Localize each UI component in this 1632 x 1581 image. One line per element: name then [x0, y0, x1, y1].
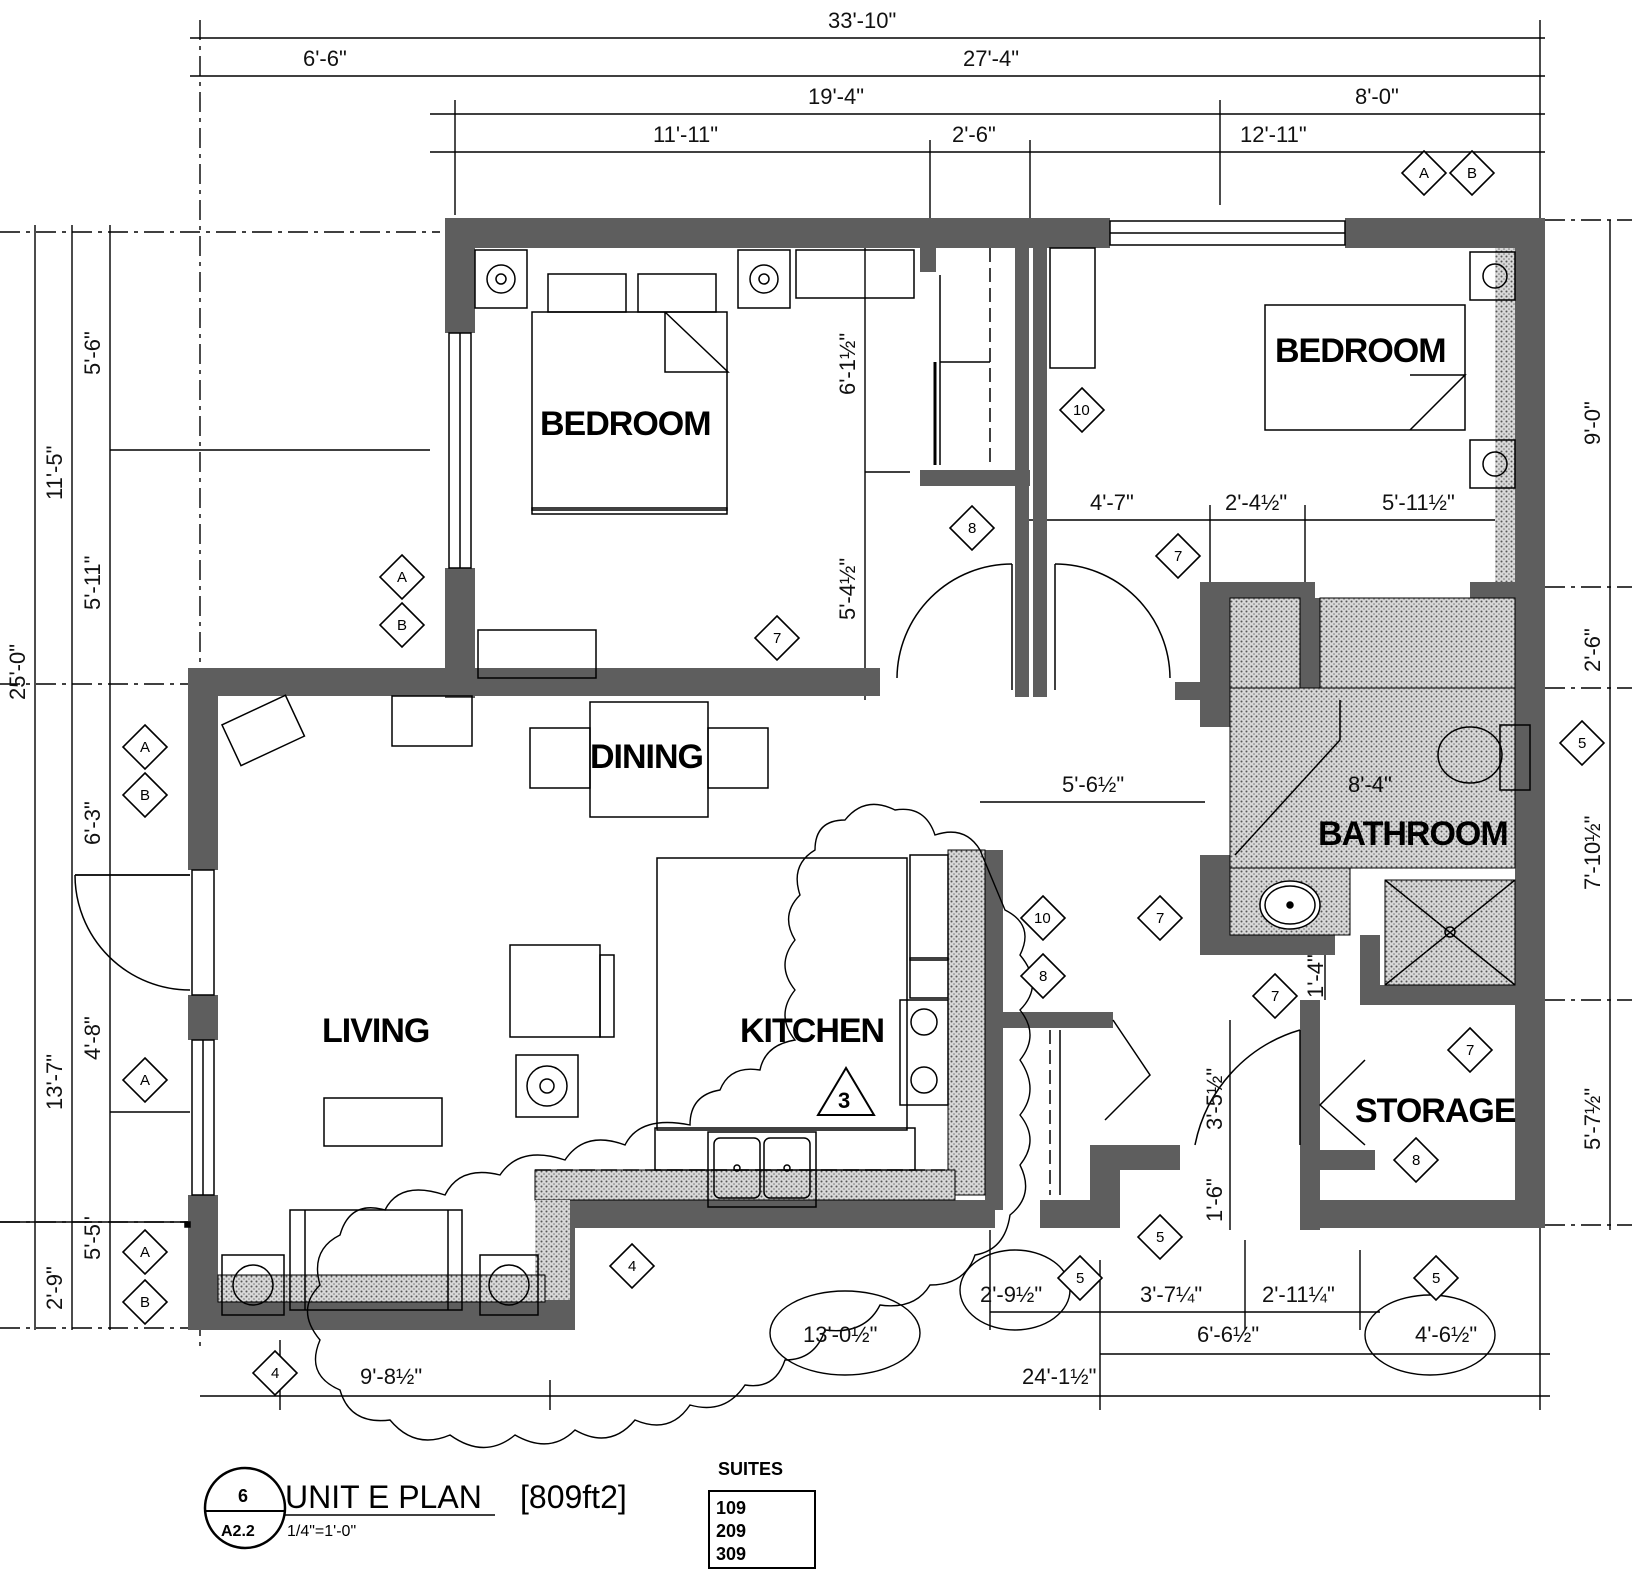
dim-bottom-2-9: 2'-9½" — [980, 1282, 1042, 1307]
dim-overall-width: 33'-10" — [828, 8, 896, 33]
plan-scale: 1/4"=1'-0" — [287, 1523, 356, 1540]
room-label-living: LIVING — [322, 1012, 429, 1050]
tag-b: B — [397, 617, 407, 634]
tag-a: A — [397, 569, 407, 586]
room-label-dining: DINING — [590, 738, 703, 776]
dim-12-11: 12'-11" — [1240, 122, 1307, 147]
tag-a: A — [140, 1072, 150, 1089]
tag-7: 7 — [773, 630, 781, 647]
dim-bottom-24-1: 24'-1½" — [1022, 1364, 1096, 1389]
tag-5: 5 — [1432, 1270, 1440, 1287]
suite-number: 209 — [716, 1521, 746, 1541]
tag-7: 7 — [1271, 988, 1279, 1005]
dim-left-2-9: 2'-9" — [42, 1266, 67, 1310]
dim-left-overall: 25'-0" — [5, 644, 30, 700]
dim-left-lower: 13'-7" — [42, 1054, 67, 1110]
room-label-kitchen: KITCHEN — [740, 1012, 884, 1050]
plan-area: [809ft2] — [520, 1479, 627, 1515]
furniture — [74, 247, 1531, 1316]
dim-right-9-0: 9'-0" — [1580, 401, 1605, 445]
suite-number: 109 — [716, 1498, 746, 1518]
sheet-reference: A2.2 — [221, 1523, 255, 1540]
dim-bottom-2-11: 2'-11¼" — [1262, 1282, 1335, 1307]
dim-left-offset: 6'-6" — [303, 46, 347, 71]
dim-left-4-8: 4'-8" — [80, 1016, 105, 1060]
dim-left-6-3: 6'-3" — [80, 801, 105, 845]
room-label-bedroom-2: BEDROOM — [1275, 332, 1446, 370]
room-label-bedroom-1: BEDROOM — [540, 405, 711, 443]
dim-inner-1-4: 1'-4" — [1303, 954, 1328, 998]
dim-right-7-10: 7'-10½" — [1580, 816, 1605, 890]
room-label-storage: STORAGE — [1355, 1092, 1516, 1130]
tag-7: 7 — [1466, 1042, 1474, 1059]
tag-5: 5 — [1076, 1270, 1084, 1287]
plan-title: UNIT E PLAN — [285, 1479, 482, 1515]
suite-number: 309 — [716, 1544, 746, 1564]
title-block: 6 A2.2 UNIT E PLAN [809ft2] 1/4"=1'-0" S… — [203, 1459, 816, 1569]
dim-inner-6-1: 6'-1½" — [835, 333, 860, 395]
dim-bottom-13-0: 13'-0½" — [803, 1322, 877, 1347]
dim-bottom-4-6: 4'-6½" — [1415, 1322, 1477, 1347]
tag-10: 10 — [1034, 910, 1051, 927]
dim-right-5-7: 5'-7½" — [1580, 1088, 1605, 1150]
tag-8: 8 — [1039, 968, 1047, 985]
dimension-text: 33'-10" 6'-6" 27'-4" 19'-4" 8'-0" 11'-11… — [5, 8, 1605, 1389]
dim-bottom-9-8: 9'-8½" — [360, 1364, 422, 1389]
detail-number: 6 — [238, 1486, 248, 1506]
dim-11-11: 11'-11" — [653, 122, 718, 147]
tag-7: 7 — [1156, 910, 1164, 927]
tag-4: 4 — [628, 1258, 636, 1275]
dim-inner-3-5: 3'-5½" — [1202, 1068, 1227, 1130]
dim-bottom-6-6: 6'-6½" — [1197, 1322, 1259, 1347]
dim-2-6-top: 2'-6" — [952, 122, 996, 147]
room-labels: BEDROOM BEDROOM DINING LIVING KITCHEN BA… — [322, 332, 1517, 1130]
tag-b: B — [140, 787, 150, 804]
dim-bottom-3-7: 3'-7¼" — [1140, 1282, 1202, 1307]
dim-right-part: 8'-0" — [1355, 84, 1399, 109]
tag-8: 8 — [1412, 1152, 1420, 1169]
dim-inner-5-4: 5'-4½" — [835, 558, 860, 620]
tag-5: 5 — [1156, 1229, 1164, 1246]
suites-label: SUITES — [718, 1459, 783, 1479]
dim-left-5-5: 5'-5" — [80, 1216, 105, 1260]
revision-clouds — [306, 803, 1496, 1449]
dim-left-5-11: 5'-11" — [80, 556, 105, 610]
dim-inner-4-7: 4'-7" — [1090, 490, 1134, 515]
revision-number: 3 — [838, 1088, 850, 1113]
tag-a: A — [1419, 165, 1429, 182]
dim-inner-5-11: 5'-11½" — [1382, 490, 1455, 515]
tag-10: 10 — [1073, 402, 1090, 419]
dim-right-width: 27'-4" — [963, 46, 1019, 71]
dim-inner-2-4: 2'-4½" — [1225, 490, 1287, 515]
tag-a: A — [140, 1244, 150, 1261]
dim-left-5-6: 5'-6" — [80, 331, 105, 375]
dim-left-upper: 11'-5" — [42, 446, 67, 500]
dim-inner-5-6: 5'-6½" — [1062, 772, 1124, 797]
hatched-areas — [217, 248, 1516, 1303]
tags: A B A B A B A A B 10 10 8 8 8 7 7 7 7 7 … — [122, 150, 1605, 1396]
tag-7: 7 — [1174, 548, 1182, 565]
tag-b: B — [140, 1294, 150, 1311]
dim-right-2-6: 2'-6" — [1580, 628, 1605, 672]
dim-mid-width: 19'-4" — [808, 84, 864, 109]
walls — [188, 218, 1545, 1330]
room-label-bathroom: BATHROOM — [1318, 815, 1508, 853]
tag-a: A — [140, 739, 150, 756]
tag-4: 4 — [271, 1365, 279, 1382]
tag-5: 5 — [1578, 735, 1586, 752]
tag-8: 8 — [968, 520, 976, 537]
dim-inner-1-6: 1'-6" — [1202, 1178, 1227, 1222]
tag-b: B — [1467, 165, 1477, 182]
dim-inner-8-4: 8'-4" — [1348, 772, 1392, 797]
